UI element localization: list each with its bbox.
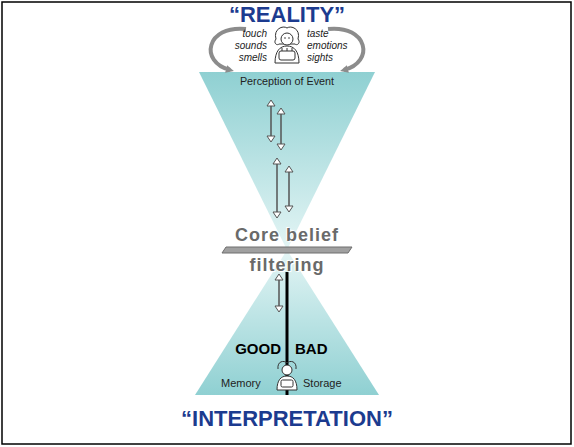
diagram-title: “REALITY”: [0, 2, 574, 28]
category-label: BAD: [295, 340, 328, 357]
diagram-caption: “INTERPRETATION”: [0, 406, 574, 432]
filter-label: Core belief filtering: [217, 220, 357, 280]
storage-label: Memory: [221, 377, 261, 389]
person-icon: [275, 27, 299, 63]
sense-label: sights: [307, 52, 333, 63]
storage-label: Storage: [303, 377, 342, 389]
node-heading: Perception of Event: [199, 75, 375, 87]
sense-label: sounds: [235, 40, 267, 51]
sense-label: emotions: [307, 40, 348, 51]
sense-label: touch: [243, 28, 267, 39]
funnel-shape: [199, 72, 375, 250]
filter-plate: [222, 247, 352, 253]
sense-label: smells: [239, 52, 267, 63]
category-label: GOOD: [235, 340, 281, 357]
sense-label: taste: [307, 28, 329, 39]
perception-funnel: Perception of Event: [199, 72, 375, 250]
